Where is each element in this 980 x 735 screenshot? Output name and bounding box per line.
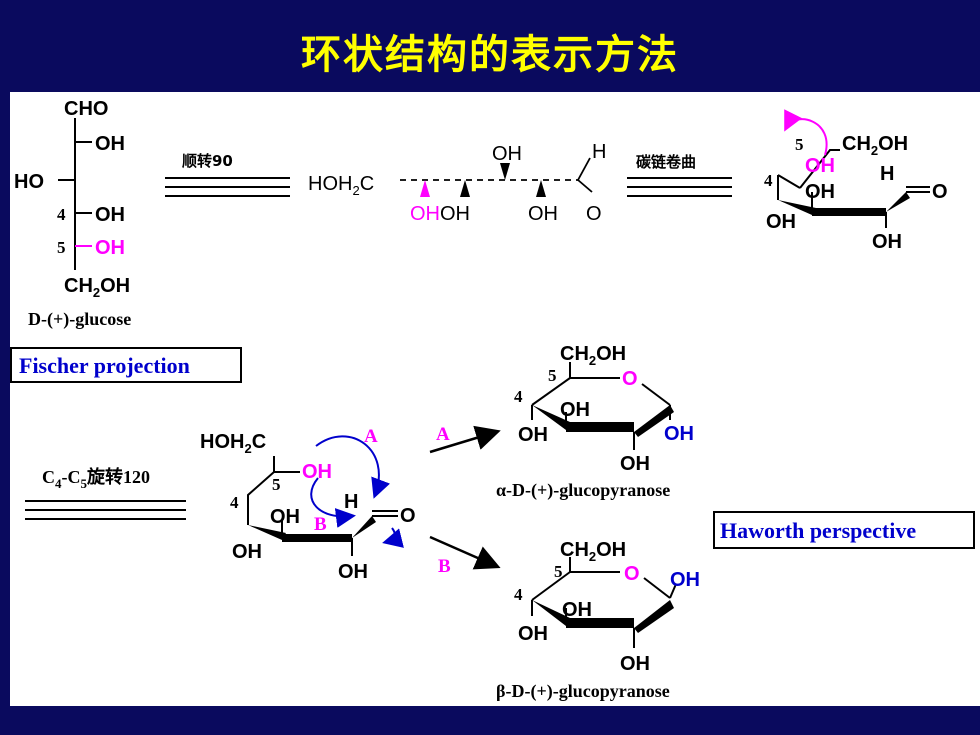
fischer-ch2oh: CH2OH	[64, 275, 130, 300]
curled-c5-number: 5	[795, 135, 804, 154]
alpha-oh-bottom: OH	[620, 453, 650, 475]
rotated-intermediate: HOH2C 5 OH A B H O 4 OH OH OH	[200, 426, 416, 583]
rotated-o: O	[400, 505, 416, 527]
beta-ring-o: O	[624, 563, 640, 585]
beta-oh-left: OH	[518, 623, 548, 645]
fischer-name: D-(+)-glucose	[28, 309, 131, 330]
curled-oh-bottom: OH	[872, 231, 902, 253]
curled-oh-left: OH	[766, 211, 796, 233]
curled-h: H	[880, 163, 894, 185]
haworth-label: Haworth perspective	[720, 518, 916, 543]
fischer-cho: CHO	[64, 98, 108, 120]
step1-label: 顺转90	[182, 152, 233, 170]
rotated-oh-bottom: OH	[338, 561, 368, 583]
step-rotate-120: C4-C5旋转120	[25, 466, 186, 520]
alpha-oh-anomeric: OH	[664, 423, 694, 445]
step2-label: 碳链卷曲	[636, 153, 696, 171]
rotated-oh-left: OH	[232, 541, 262, 563]
haworth-label-box	[713, 511, 975, 549]
beta-oh-inner: OH	[562, 599, 592, 621]
alpha-glucopyranose: CH2OH 5 O 4 OH OH OH OH α-D-(+)-glucopyr…	[496, 343, 694, 501]
step-rotate-90: 顺转90	[165, 152, 290, 197]
curled-o: O	[932, 181, 948, 203]
chain-o-aldehyde: O	[586, 203, 602, 225]
beta-oh-anomeric: OH	[670, 569, 700, 591]
fischer-c4-number: 4	[57, 205, 66, 224]
rotated-h: H	[344, 491, 358, 513]
alpha-oh-inner: OH	[560, 399, 590, 421]
rotated-hoh2c: HOH2C	[200, 431, 266, 456]
chain-oh-c2: OH	[528, 203, 558, 225]
curled-ch2oh: CH2OH	[842, 133, 908, 158]
arrow-label-a: A	[364, 426, 378, 447]
fischer-ho-c3: HO	[14, 171, 44, 193]
alpha-oh-left: OH	[518, 424, 548, 446]
alpha-ring-o: O	[622, 368, 638, 390]
alpha-ch2oh: CH2OH	[560, 343, 626, 368]
route-a-label: A	[436, 424, 450, 445]
alpha-name: α-D-(+)-glucopyranose	[496, 480, 670, 501]
chain-hoh2c: HOH2C	[308, 173, 374, 198]
fischer-oh-c2: OH	[95, 133, 125, 155]
fischer-label: Fischer projection	[19, 353, 190, 378]
curled-c4-number: 4	[764, 171, 773, 190]
slide-title: 环状结构的表示方法	[301, 32, 679, 78]
beta-name: β-D-(+)-glucopyranose	[496, 681, 670, 702]
curled-oh-c5: OH	[805, 155, 835, 177]
alpha-c5-number: 5	[548, 366, 557, 385]
chain-oh-c5: OH	[410, 203, 440, 225]
rotated-oh-c5: OH	[302, 461, 332, 483]
chain-oh-c4: OH	[440, 203, 470, 225]
arrow-label-b: B	[314, 514, 327, 535]
beta-c4-number: 4	[514, 585, 523, 604]
fischer-projection: CHO OH HO 4 OH 5 OH CH2OH D-(+)-glucose …	[10, 98, 242, 383]
chain-oh-up: OH	[492, 143, 522, 165]
route-arrows: A B	[429, 424, 501, 577]
alpha-c4-number: 4	[514, 387, 523, 406]
fischer-c5-number: 5	[57, 238, 66, 257]
curled-chain: 5 CH2OH OH 4 OH H O OH OH	[764, 109, 948, 253]
rotated-c4-number: 4	[230, 493, 239, 512]
chain-h-aldehyde: H	[592, 141, 606, 163]
rotated-oh-inner: OH	[270, 506, 300, 528]
step3-label: C4-C5旋转120	[42, 466, 150, 491]
fischer-oh-c5: OH	[95, 237, 125, 259]
beta-c5-number: 5	[554, 562, 563, 581]
open-chain: HOH2C OH H OH OH OH O	[308, 141, 606, 225]
beta-oh-bottom: OH	[620, 653, 650, 675]
fischer-oh-c4: OH	[95, 204, 125, 226]
beta-ch2oh: CH2OH	[560, 539, 626, 564]
route-b-label: B	[438, 556, 451, 577]
fischer-label-box	[10, 347, 242, 383]
content-panel	[10, 92, 980, 706]
step-curl: 碳链卷曲	[627, 153, 732, 197]
beta-glucopyranose: CH2OH 5 O OH 4 OH OH OH β-D-(+)-glucopyr…	[496, 539, 700, 702]
curled-oh-inner: OH	[805, 181, 835, 203]
rotated-c5-number: 5	[272, 475, 281, 494]
